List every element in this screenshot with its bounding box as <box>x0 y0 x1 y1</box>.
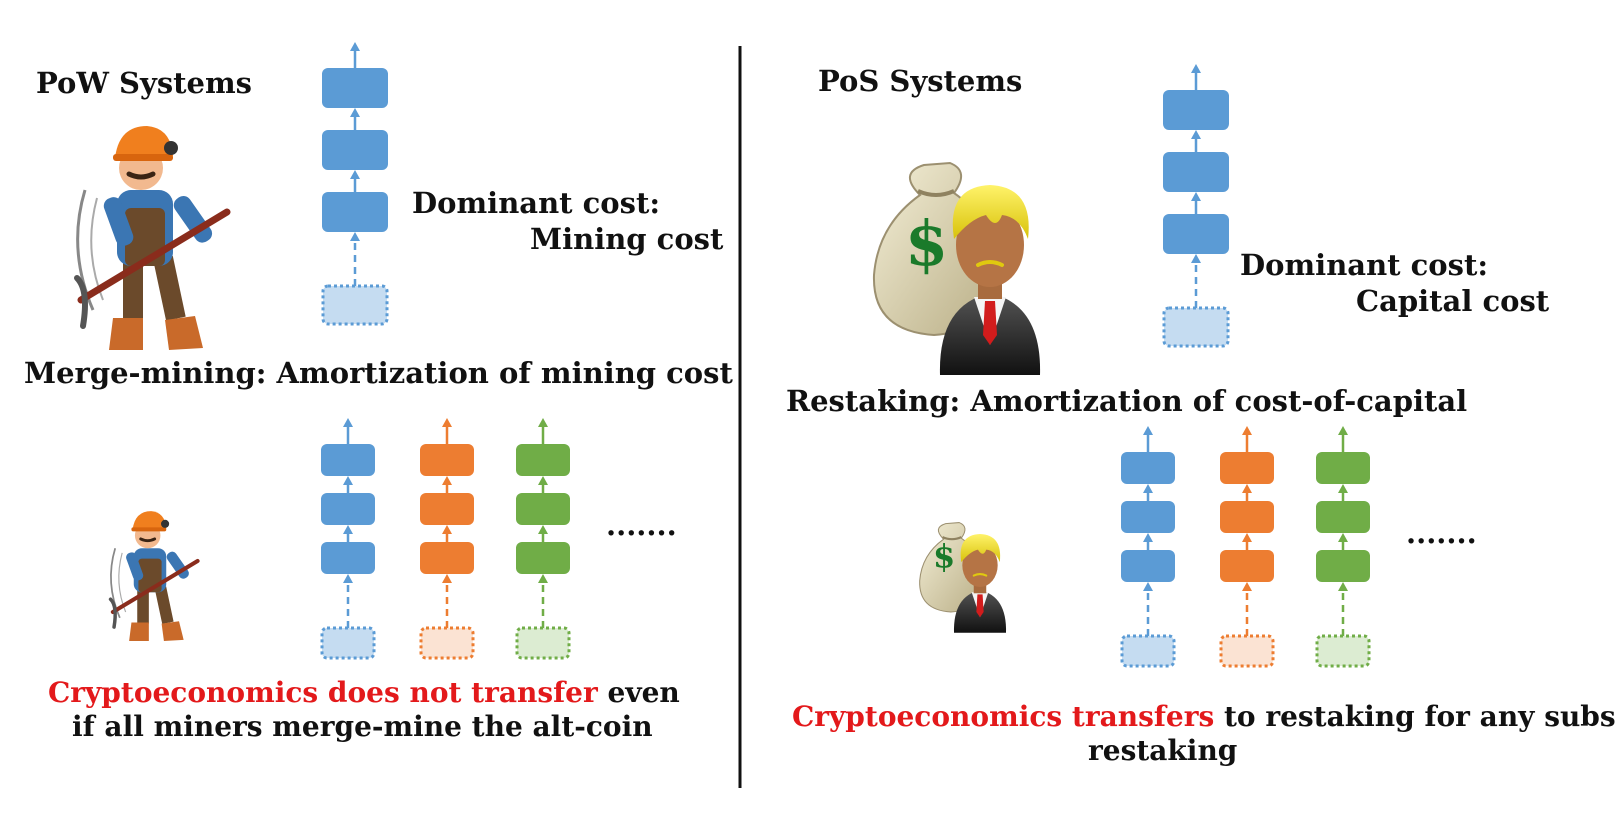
left-caption-line1: Cryptoeconomics does not transfer even <box>48 676 680 709</box>
restake-chain-blue-block-1 <box>1121 452 1175 484</box>
merge-chain-green-arrow-dashed-head <box>538 574 548 583</box>
restake-chain-orange-block-3 <box>1220 550 1274 582</box>
merge-chain-orange-arrow-dashed-head <box>442 574 452 583</box>
restake-chain-orange-pending-block <box>1219 634 1275 668</box>
pow-chain-pending-block <box>321 284 389 326</box>
merge-chain-blue-pending-block <box>320 626 376 660</box>
restake-chain-green-block-1 <box>1316 452 1370 484</box>
merge-chain-blue-block-2 <box>321 493 375 525</box>
restake-chain-green-pending-block <box>1315 634 1371 668</box>
left-caption-rest: even <box>597 676 680 709</box>
restake-chain-blue-block-2 <box>1121 501 1175 533</box>
pos-chain-pending-block <box>1162 306 1230 348</box>
left-caption-highlight: Cryptoeconomics does not transfer <box>48 676 598 709</box>
pow-cost-value: Mining cost <box>530 222 724 256</box>
pow-cost-label: Dominant cost: <box>412 186 661 220</box>
merge-chain-green-arrow-top-head <box>538 418 548 427</box>
restake-chain-green-block-3 <box>1316 550 1370 582</box>
restake-chain-orange-block-2 <box>1220 501 1274 533</box>
pow-chain-block-3 <box>322 192 388 232</box>
pos-chain-arrow-dashed-head <box>1191 254 1201 263</box>
merge-chain-green-block-3 <box>516 542 570 574</box>
pos-cost-value: Capital cost <box>1356 284 1550 318</box>
restake-chain-orange-arrow-2-head <box>1242 533 1252 542</box>
restake-chain-orange-arrow-top-head <box>1242 426 1252 435</box>
merge-chain-blue-arrow-2-head <box>343 525 353 534</box>
restake-chain-green-arrow-1-head <box>1338 484 1348 493</box>
restake-chain-green-arrow-dashed-head <box>1338 582 1348 591</box>
merge-chain-orange-block-1 <box>420 444 474 476</box>
restake-chain-orange-arrow-1-head <box>1242 484 1252 493</box>
right-caption-highlight: Cryptoeconomics transfers <box>792 700 1215 733</box>
right-caption-rest: to restaking for any subset <box>1214 700 1616 733</box>
pos-chain-block-2 <box>1163 152 1229 192</box>
restake-chain-blue-pending-block <box>1120 634 1176 668</box>
pos-chain-arrow-2-head <box>1191 192 1201 201</box>
pow-chain-arrow-2-head <box>350 170 360 179</box>
investor-icon-large: $ <box>871 161 1043 377</box>
pow-chain-arrow-top-head <box>350 42 360 51</box>
merge-chain-orange-arrow-1-head <box>442 476 452 485</box>
dollar-sign-large: $ <box>905 207 948 280</box>
merge-chain-green-pending-block <box>515 626 571 660</box>
investor-icon-small: $ <box>918 521 1008 634</box>
restake-chain-blue-arrow-dashed-head <box>1143 582 1153 591</box>
merge-chain-blue-arrow-1-head <box>343 476 353 485</box>
pos-cost-label: Dominant cost: <box>1240 248 1489 282</box>
pos-chain-block-1 <box>1163 90 1229 130</box>
merge-chain-blue-block-1 <box>321 444 375 476</box>
pow-chain-block-2 <box>322 130 388 170</box>
merge-chain-green-arrow-1-head <box>538 476 548 485</box>
pow-title: PoW Systems <box>36 66 253 100</box>
restake-chain-green-arrow-2-head <box>1338 533 1348 542</box>
restake-chain-blue-arrow-2-head <box>1143 533 1153 542</box>
merge-chain-green-block-2 <box>516 493 570 525</box>
restake-chain-green-arrow-top-head <box>1338 426 1348 435</box>
merge-chain-orange-pending-block <box>419 626 475 660</box>
right-caption-line2: restaking <box>1088 734 1238 767</box>
miner-icon-large <box>77 126 227 350</box>
restake-chain-blue-arrow-1-head <box>1143 484 1153 493</box>
blockchain-diagrams <box>320 42 1371 668</box>
restake-chain-blue-arrow-top-head <box>1143 426 1153 435</box>
pos-chain-arrow-1-head <box>1191 130 1201 139</box>
restake-chain-orange-block-1 <box>1220 452 1274 484</box>
merge-chain-green-block-1 <box>516 444 570 476</box>
pos-title: PoS Systems <box>818 64 1023 98</box>
restake-chain-blue-block-3 <box>1121 550 1175 582</box>
dollar-sign-small: $ <box>933 537 955 575</box>
pos-chain-arrow-top-head <box>1191 64 1201 73</box>
merge-chain-orange-arrow-2-head <box>442 525 452 534</box>
right-ellipsis: ....... <box>1406 516 1477 550</box>
restake-chain-orange-arrow-dashed-head <box>1242 582 1252 591</box>
pow-chain-arrow-dashed-head <box>350 232 360 241</box>
merge-chain-blue-arrow-dashed-head <box>343 574 353 583</box>
merge-chain-green-arrow-2-head <box>538 525 548 534</box>
merge-mining-title: Merge-mining: Amortization of mining cos… <box>24 356 733 390</box>
merge-chain-orange-arrow-top-head <box>442 418 452 427</box>
pow-chain-arrow-1-head <box>350 108 360 117</box>
right-caption-line1: Cryptoeconomics transfers to restaking f… <box>792 700 1616 733</box>
merge-chain-blue-arrow-top-head <box>343 418 353 427</box>
pos-chain-block-3 <box>1163 214 1229 254</box>
merge-chain-orange-block-2 <box>420 493 474 525</box>
pow-chain-block-1 <box>322 68 388 108</box>
left-ellipsis: ....... <box>606 508 677 542</box>
miner-icon-small <box>111 511 198 641</box>
left-caption-line2: if all miners merge-mine the alt-coin <box>72 710 653 743</box>
restake-chain-green-block-2 <box>1316 501 1370 533</box>
restaking-title: Restaking: Amortization of cost-of-capit… <box>786 384 1468 418</box>
merge-chain-blue-block-3 <box>321 542 375 574</box>
merge-chain-orange-block-3 <box>420 542 474 574</box>
